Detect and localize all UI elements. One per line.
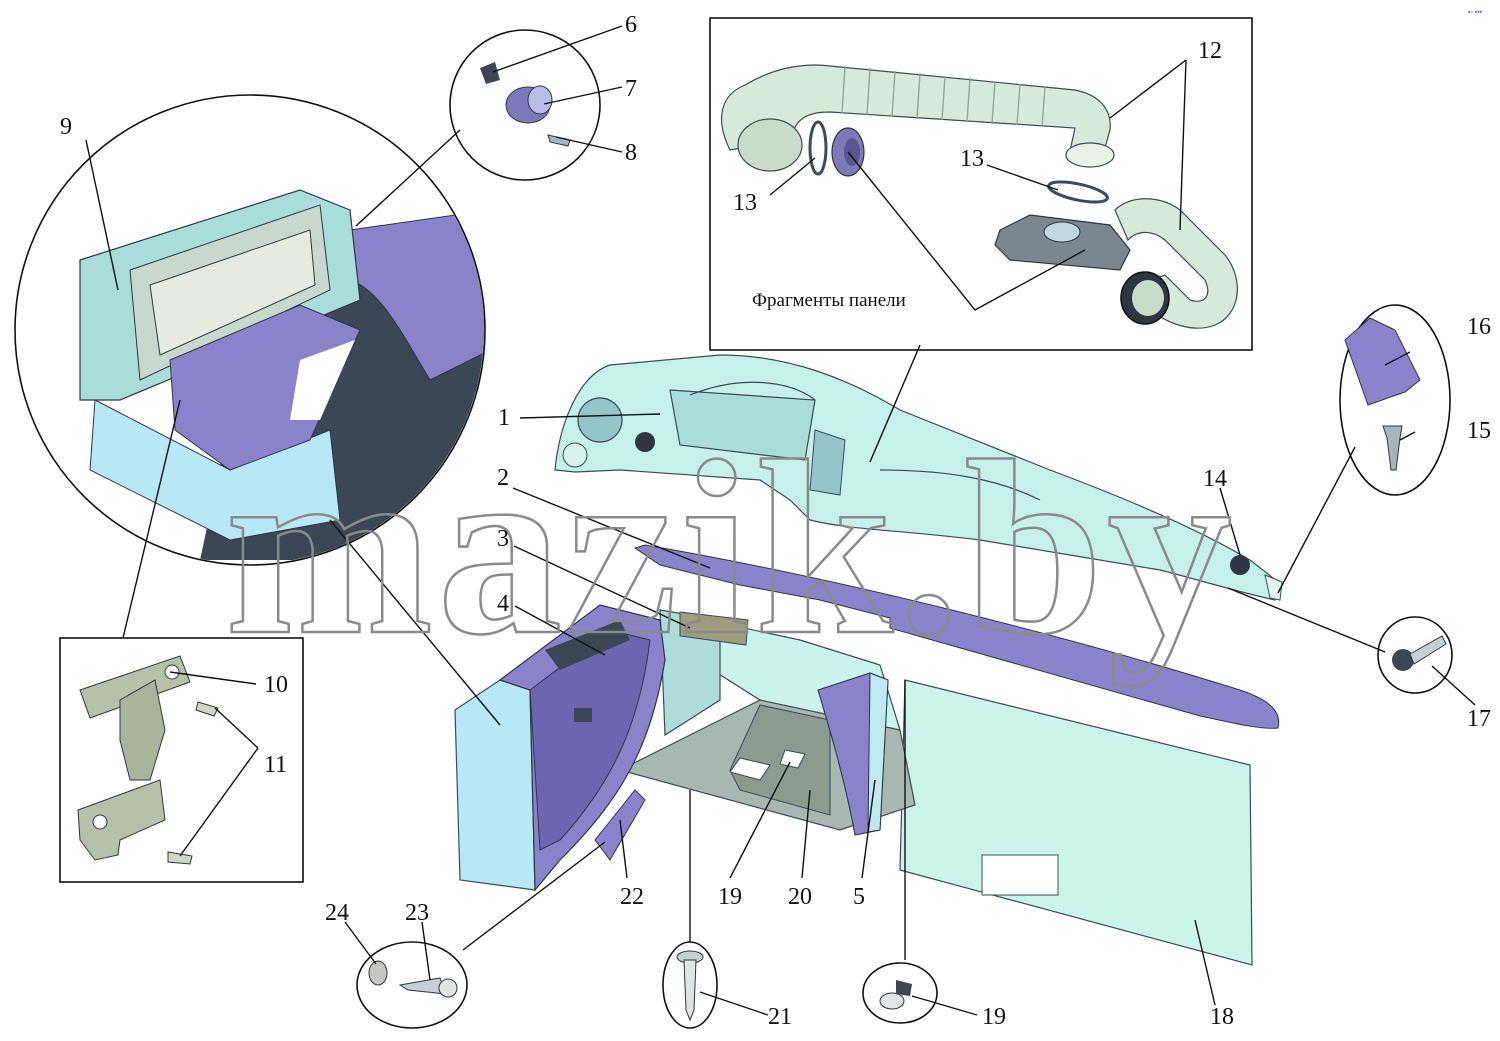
callout-9: 9 (60, 114, 72, 140)
side-vent (562, 442, 588, 468)
inset-caption: Фрагменты панели (752, 290, 906, 311)
callout-24: 24 (325, 900, 349, 926)
callout-3: 3 (497, 526, 509, 552)
callout-numbers: 1 2 3 4 5 6 7 8 9 10 11 12 13 13 14 15 1… (60, 12, 1491, 1030)
cluster-visor (689, 381, 816, 401)
hinge-plate-10 (79, 655, 191, 719)
detail-lid-inner-frame (149, 229, 316, 356)
callout-6: 6 (625, 12, 637, 38)
callout-12: 12 (1198, 38, 1222, 64)
fastener-circle-23-24 (356, 941, 468, 1029)
screw-17-shank (1409, 635, 1447, 665)
callout-17: 17 (1467, 706, 1491, 732)
tray-opening-20 (779, 749, 806, 769)
pin-8 (547, 134, 571, 147)
callout-22: 22 (620, 884, 644, 910)
ignition-knob (635, 432, 655, 452)
glovebox-lid (454, 604, 666, 892)
clip-19-body (896, 980, 912, 996)
duct-bracket (994, 214, 1131, 271)
callout-14: 14 (1203, 466, 1227, 492)
callout-4: 4 (497, 591, 509, 617)
callout-21: 21 (768, 1004, 792, 1030)
cover-sheet-slot (981, 854, 1059, 896)
callout-11: 11 (264, 752, 287, 778)
lid-inner-panel (529, 629, 651, 851)
bracket-port (1043, 221, 1081, 243)
callout-13-left: 13 (733, 190, 757, 216)
endcap-circle-15-16 (1339, 304, 1451, 496)
callout-2: 2 (497, 465, 509, 491)
callout-23: 23 (405, 900, 429, 926)
detail-box-cavity (169, 304, 361, 471)
corner-mark: ▪▫ ▪▪▪ (1468, 8, 1483, 16)
fastener-circle-19 (862, 962, 938, 1024)
bottom-cover-sheet (899, 679, 1253, 966)
callout-10: 10 (264, 672, 288, 698)
detail-box-cavity-inner (290, 340, 355, 420)
grommet-6 (480, 62, 500, 84)
screw-15 (1382, 425, 1403, 471)
callout-19-clip: 19 (982, 1004, 1006, 1030)
callout-7: 7 (625, 76, 637, 102)
end-cap-16 (1344, 317, 1421, 406)
clip-19-washer (879, 992, 905, 1010)
hinge-inset (59, 637, 304, 883)
callout-18: 18 (1210, 1004, 1234, 1030)
upper-air-duct (721, 64, 1111, 166)
callout-16: 16 (1467, 314, 1491, 340)
tray-bracket-3 (679, 611, 749, 646)
lid-latch (574, 708, 592, 722)
instrument-cluster (669, 389, 816, 461)
callout-1: 1 (498, 405, 510, 431)
duct-fragment-inset: Фрагменты панели (709, 17, 1253, 351)
callout-8: 8 (625, 140, 637, 166)
duct-end-right (1065, 142, 1115, 168)
hinge-arm (119, 679, 166, 781)
center-vent (809, 429, 846, 496)
callout-15: 15 (1467, 418, 1491, 444)
hinge-pin-11-bottom (167, 851, 193, 865)
hinge-base (77, 779, 166, 861)
dashboard-panel (554, 354, 1283, 601)
tray-opening-19 (729, 757, 771, 781)
right-air-vent (1230, 555, 1250, 575)
duct-ribs (841, 65, 1046, 128)
end-cap (1264, 574, 1283, 601)
watermark: mazik.by (225, 410, 1236, 687)
fastener-circle-21 (662, 941, 718, 1029)
screw-17-head (1392, 649, 1414, 671)
callout-20: 20 (788, 884, 812, 910)
callout-5: 5 (853, 884, 865, 910)
screw-circle-17 (1377, 616, 1453, 694)
hinge-pin-11-top (195, 701, 219, 717)
upper-trim-strip (633, 544, 1280, 729)
hose-clamp-left (808, 120, 828, 176)
tray-plate-20 (729, 704, 831, 816)
fastener-circle-6-8 (449, 29, 601, 181)
screw-21-shank (683, 959, 697, 1022)
bushing-7-face (527, 85, 553, 115)
glovebox-tray (618, 609, 916, 836)
callout-19-tray: 19 (718, 884, 742, 910)
hinge-base-hole (92, 814, 108, 830)
washer-24 (368, 960, 388, 986)
hose-clamp-right (1047, 180, 1109, 204)
screw-23-head (438, 978, 458, 998)
left-air-vent (577, 397, 623, 443)
dashboard-lower-lip (879, 469, 1041, 501)
duct-end-left (737, 118, 803, 172)
leader-lines (85, 25, 1476, 1016)
callout-13-right: 13 (960, 146, 984, 172)
duct-nozzle-inner (844, 138, 860, 166)
lower-duct-mouth-inner (1132, 280, 1164, 316)
lid-outer (454, 679, 536, 891)
